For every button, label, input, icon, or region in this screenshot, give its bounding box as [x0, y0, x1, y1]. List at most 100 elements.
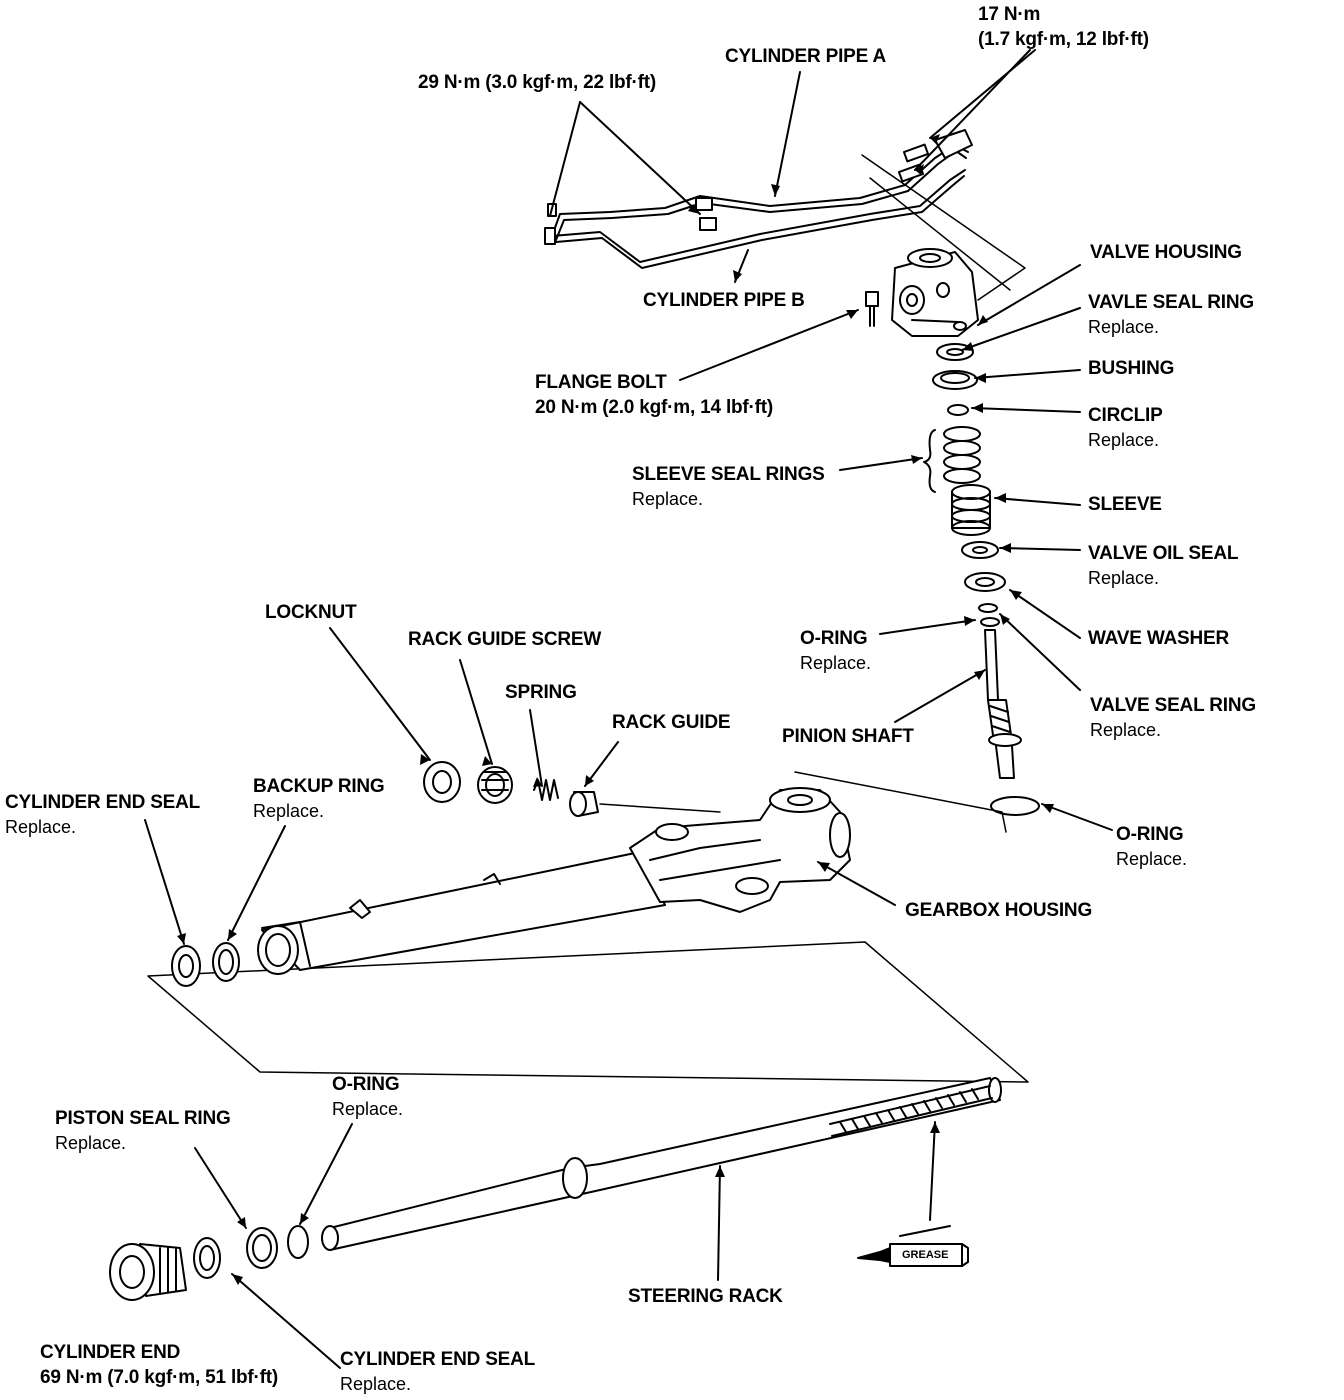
rack-guide-axis — [599, 803, 721, 813]
pipe-reference-plane — [861, 154, 1026, 301]
label-title: O-RING — [1116, 824, 1184, 845]
label-torque-17: 17 N·m (1.7 kgf·m, 12 lbf·ft) — [978, 2, 1149, 52]
grease-tube-icon — [857, 1225, 969, 1267]
label-title: LOCKNUT — [265, 602, 357, 623]
label-title: CYLINDER PIPE B — [643, 290, 805, 311]
cylinder-end-seal-bottom-part — [193, 1237, 221, 1279]
label-valve-housing: VALVE HOUSING — [1090, 240, 1242, 265]
label-sub: (1.7 kgf·m, 12 lbf·ft) — [978, 29, 1149, 50]
grease-tag-text: GREASE — [902, 1249, 949, 1261]
housing-reference-plane — [147, 771, 1029, 1083]
arrow-heads — [177, 134, 1054, 1285]
circlip-part — [947, 404, 969, 416]
label-sub: 69 N·m (7.0 kgf·m, 51 lbf·ft) — [40, 1367, 279, 1388]
cylinder-end-seal-top-part — [171, 945, 201, 987]
label-sub: Replace. — [1116, 849, 1188, 869]
label-title: SLEEVE SEAL RINGS — [632, 464, 825, 485]
label-rack-guide-screw: RACK GUIDE SCREW — [408, 627, 601, 652]
label-flange-bolt: FLANGE BOLT 20 N·m (2.0 kgf·m, 14 lbf·ft… — [535, 370, 773, 420]
valve-housing — [891, 248, 979, 337]
label-spring: SPRING — [505, 680, 577, 705]
piston-seal-ring-part — [246, 1227, 278, 1269]
label-title: FLANGE BOLT — [535, 372, 667, 393]
label-cylinder-pipe-b: CYLINDER PIPE B — [643, 288, 805, 313]
label-sub: Replace. — [340, 1374, 412, 1394]
label-backup-ring: BACKUP RING Replace. — [253, 774, 385, 824]
label-sub: Replace. — [1090, 720, 1162, 740]
label-title: VALVE OIL SEAL — [1088, 543, 1239, 564]
label-cylinder-pipe-a: CYLINDER PIPE A — [725, 44, 886, 69]
label-title: BUSHING — [1088, 358, 1175, 379]
label-sub: Replace. — [1088, 568, 1160, 588]
label-sub: Replace. — [800, 653, 872, 673]
valve-oil-seal-part — [961, 541, 999, 559]
label-o-ring-housing: O-RING Replace. — [1116, 822, 1187, 872]
label-title: VALVE HOUSING — [1090, 242, 1242, 263]
label-title: CYLINDER END SEAL — [340, 1349, 536, 1370]
label-cylinder-end-seal-bottom: CYLINDER END SEAL Replace. — [340, 1347, 535, 1397]
label-title: VAVLE SEAL RING — [1088, 292, 1254, 313]
flange-bolts — [865, 291, 879, 327]
label-sub: Replace. — [1088, 317, 1160, 337]
backup-ring-part — [212, 942, 240, 982]
label-o-ring-pinion: O-RING Replace. — [800, 626, 871, 676]
label-sub: Replace. — [5, 817, 77, 837]
label-title: CYLINDER PIPE A — [725, 46, 886, 67]
label-steering-rack: STEERING RACK — [628, 1284, 783, 1309]
small-rings-part — [978, 603, 1000, 627]
label-torque-29: 29 N·m (3.0 kgf·m, 22 lbf·ft) — [418, 70, 656, 95]
label-rack-guide: RACK GUIDE — [612, 710, 731, 735]
cylinder-pipe-b — [551, 169, 966, 269]
pinion-shaft-part — [984, 629, 1022, 779]
label-pinion-shaft: PINION SHAFT — [782, 724, 914, 749]
gearbox-housing-part — [257, 787, 851, 975]
leader-lines — [144, 49, 1113, 1369]
rack-guide-part — [569, 791, 599, 817]
label-title: WAVE WASHER — [1088, 628, 1230, 649]
label-title: SLEEVE — [1088, 494, 1162, 515]
label-title: STEERING RACK — [628, 1286, 783, 1307]
steering-rack-part — [321, 1077, 1002, 1251]
label-vavle-seal-ring: VAVLE SEAL RING Replace. — [1088, 290, 1254, 340]
grease-tag: GREASE — [902, 1244, 948, 1266]
bushing-part — [932, 370, 978, 390]
sleeve-part — [951, 484, 991, 536]
cylinder-end-part — [109, 1243, 187, 1301]
label-title: CYLINDER END — [40, 1342, 181, 1363]
label-wave-washer: WAVE WASHER — [1088, 626, 1229, 651]
label-sub: Replace. — [55, 1133, 127, 1153]
o-ring-housing-part — [990, 796, 1040, 816]
label-valve-oil-seal: VALVE OIL SEAL Replace. — [1088, 541, 1238, 591]
label-sub: Replace. — [332, 1099, 404, 1119]
label-title: 17 N·m — [978, 4, 1041, 25]
label-sleeve: SLEEVE — [1088, 492, 1162, 517]
sleeve-seal-rings-part — [923, 426, 981, 493]
label-o-ring-rack: O-RING Replace. — [332, 1072, 403, 1122]
rack-guide-screw-part — [477, 766, 513, 804]
locknut-part — [423, 761, 461, 803]
label-locknut: LOCKNUT — [265, 600, 357, 625]
label-title: O-RING — [332, 1074, 400, 1095]
label-title: PINION SHAFT — [782, 726, 914, 747]
label-cylinder-end: CYLINDER END 69 N·m (7.0 kgf·m, 51 lbf·f… — [40, 1340, 278, 1390]
o-ring-rack-part — [287, 1225, 309, 1259]
label-sub: 20 N·m (2.0 kgf·m, 14 lbf·ft) — [535, 397, 774, 418]
label-sub: Replace. — [253, 801, 325, 821]
label-title: CYLINDER END SEAL — [5, 792, 201, 813]
label-bushing: BUSHING — [1088, 356, 1174, 381]
label-circlip: CIRCLIP Replace. — [1088, 403, 1163, 453]
label-title: RACK GUIDE — [612, 712, 731, 733]
label-sub: Replace. — [1088, 430, 1160, 450]
label-title: GEARBOX HOUSING — [905, 900, 1093, 921]
valve-seal-ring-top — [936, 343, 974, 361]
label-title: SPRING — [505, 682, 577, 703]
label-title: VALVE SEAL RING — [1090, 695, 1256, 716]
label-cylinder-end-seal-top: CYLINDER END SEAL Replace. — [5, 790, 200, 840]
label-piston-seal-ring: PISTON SEAL RING Replace. — [55, 1106, 231, 1156]
label-title: 29 N·m (3.0 kgf·m, 22 lbf·ft) — [418, 72, 657, 93]
label-title: RACK GUIDE SCREW — [408, 629, 602, 650]
label-sub: Replace. — [632, 489, 704, 509]
label-gearbox-housing: GEARBOX HOUSING — [905, 898, 1092, 923]
